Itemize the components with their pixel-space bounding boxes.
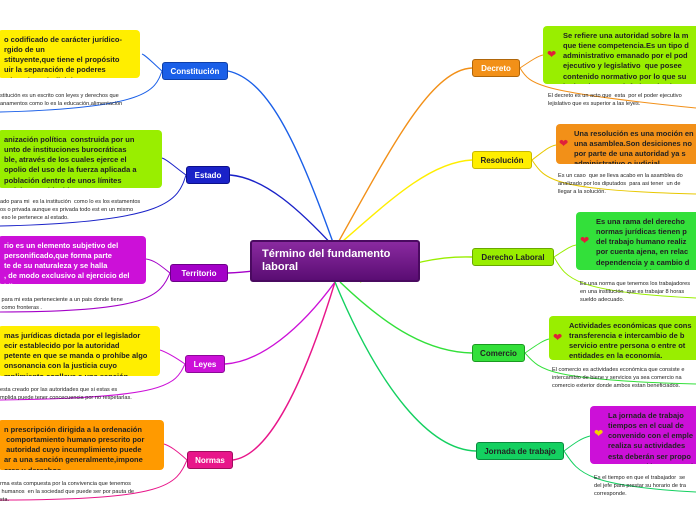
sublink-leyes-note <box>0 363 186 401</box>
comercio-note: El comercio es actividades económica que… <box>552 367 685 390</box>
branch-territorio-label: Territorio <box>181 269 217 278</box>
sublink-jornada-note <box>563 450 696 493</box>
branch-estado-label: Estado <box>194 171 222 180</box>
heart-icon: ❤ <box>594 428 604 440</box>
territorio-definition-text: rio es un elemento subjetivo del personi… <box>4 241 130 284</box>
branch-decreto[interactable]: Decreto <box>472 59 520 77</box>
sublink-comercio-note <box>524 352 696 385</box>
sublink-territorio-box <box>145 258 171 274</box>
sublink-constitucion-note <box>0 70 163 113</box>
territorio-note: para mi esta perteneciente a un pais don… <box>1 297 123 312</box>
normas-note: rma esta compuesta por la convivencia qu… <box>0 481 135 504</box>
link-decreto <box>334 67 473 249</box>
resolucion-note: Es un caso que se lleva acabo en la asam… <box>558 173 683 196</box>
heart-icon: ❤ <box>559 138 569 150</box>
link-resolucion <box>334 159 473 249</box>
sublink-decreto-note <box>519 67 696 109</box>
branch-derecho-laboral[interactable]: Derecho Laboral <box>472 248 554 266</box>
normas-definition-box[interactable]: n prescripción dirigida a la ordenación … <box>0 420 164 470</box>
leyes-note: esta creado por las autoridades que si e… <box>0 387 132 402</box>
decreto-definition-box[interactable]: Se refiere una autoridad sobre la m que … <box>543 26 696 84</box>
branch-decreto-label: Decreto <box>481 64 511 73</box>
heart-icon: ❤ <box>553 332 563 344</box>
sublink-jornada-box <box>563 435 591 452</box>
branch-derecho-laboral-label: Derecho Laboral <box>481 253 545 262</box>
constitucion-definition-box[interactable]: o codificado de carácter jurídico- rgido… <box>0 30 140 78</box>
derecho-laboral-definition-box[interactable]: Es una rama del derecho normas jurídicas… <box>576 212 696 270</box>
link-normas <box>232 281 336 461</box>
estado-definition-box[interactable]: anización política construida por un unt… <box>0 130 162 188</box>
link-comercio <box>339 281 473 354</box>
branch-normas-label: Normas <box>195 456 225 465</box>
link-constitucion <box>227 70 336 249</box>
branch-leyes[interactable]: Leyes <box>185 355 225 373</box>
jornada-note: Es el tiempo en que el trabajador se del… <box>594 475 687 498</box>
branch-leyes-label: Leyes <box>193 360 217 369</box>
heart-icon: ❤ <box>547 49 557 61</box>
link-estado <box>229 174 336 249</box>
branch-resolucion[interactable]: Resolución <box>472 151 532 169</box>
normas-definition-text: n prescripción dirigida a la ordenación … <box>4 425 145 470</box>
constitucion-definition-text: o codificado de carácter jurídico- rgido… <box>4 35 122 78</box>
estado-definition-text: anización política construida por un unt… <box>4 135 137 188</box>
sublink-territorio-note <box>0 272 171 313</box>
comercio-definition-text: Actividades económicas que cons transfer… <box>569 321 692 360</box>
branch-jornada-de-trabajo[interactable]: Jornada de trabajo <box>476 442 564 460</box>
branch-constitucion[interactable]: Constitución <box>162 62 228 80</box>
sublink-decreto-box <box>519 54 544 69</box>
constitucion-note: stitución es un escrito con leyes y dere… <box>0 93 123 108</box>
branch-constitucion-label: Constitución <box>170 67 220 76</box>
sublink-comercio-box <box>524 338 550 354</box>
sublink-constitucion-box <box>141 53 163 72</box>
sublink-estado-box <box>161 157 187 176</box>
branch-resolucion-label: Resolución <box>480 156 524 165</box>
branch-normas[interactable]: Normas <box>187 451 233 469</box>
branch-comercio[interactable]: Comercio <box>472 344 525 362</box>
resolucion-definition-text: Una resolución es una moción en una asam… <box>574 129 694 164</box>
sublink-resolucion-note <box>531 159 696 195</box>
branch-estado[interactable]: Estado <box>186 166 230 184</box>
sublink-leyes-box <box>159 349 186 365</box>
central-topic-title: Término del fundamento laboral <box>262 248 391 273</box>
decreto-definition-text: Se refiere una autoridad sobre la m que … <box>563 31 689 84</box>
branch-jornada-de-trabajo-label: Jornada de trabajo <box>484 447 556 456</box>
decreto-note: El decreto es un acto que esta por el po… <box>548 93 682 108</box>
sublink-estado-note <box>0 174 187 227</box>
link-leyes <box>224 281 336 365</box>
sublink-derecho-box <box>553 244 577 258</box>
heart-icon: ❤ <box>580 235 590 247</box>
jornada-definition-box[interactable]: La jornada de trabajo tiempos en el cual… <box>590 406 696 464</box>
link-jornada <box>334 281 477 452</box>
territorio-definition-box[interactable]: rio es un elemento subjetivo del personi… <box>0 236 146 284</box>
estado-note: ado para mi es la institución como lo es… <box>0 199 141 222</box>
branch-territorio[interactable]: Territorio <box>170 264 228 282</box>
sublink-normas-box <box>163 443 188 461</box>
central-topic[interactable]: Término del fundamento laboral <box>250 240 420 282</box>
sublink-normas-note <box>0 459 188 501</box>
resolucion-definition-box[interactable]: Una resolución es una moción en una asam… <box>556 124 696 164</box>
derecho-laboral-definition-text: Es una rama del derecho normas jurídicas… <box>596 217 690 270</box>
sublink-derecho-note <box>553 256 696 299</box>
jornada-definition-text: La jornada de trabajo tiempos en el cual… <box>608 411 694 464</box>
branch-comercio-label: Comercio <box>480 349 517 358</box>
leyes-definition-box[interactable]: mas jurídicas dictada por el legislador … <box>0 326 160 376</box>
comercio-definition-box[interactable]: Actividades económicas que cons transfer… <box>549 316 696 360</box>
sublink-resolucion-box <box>531 144 557 161</box>
leyes-definition-text: mas jurídicas dictada por el legislador … <box>4 331 148 376</box>
derecho-laboral-note: Es una norma que tenemos los trabajadore… <box>580 281 691 304</box>
